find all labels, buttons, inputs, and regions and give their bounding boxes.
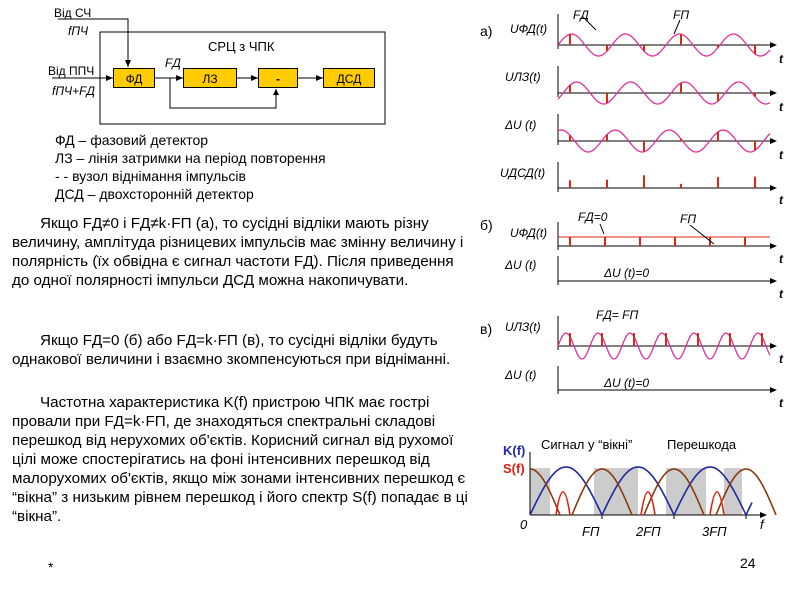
fd-marker-label: FД [573, 8, 589, 22]
case-b-label: б) [480, 217, 493, 233]
paragraph: Якщо FД≠0 і FД≠k·FП (а), то сусідні відл… [12, 214, 472, 290]
time-axis-arrow [770, 278, 777, 284]
interference-curve [715, 468, 777, 516]
delta-u-sine [557, 129, 771, 153]
legend-item: ФД – фазовий детектор [55, 132, 209, 148]
time-axis-arrow [770, 343, 777, 349]
paragraph-text: Частотна характеристика K(f) пристрою ЧП… [12, 394, 468, 525]
f-axis-label: f [760, 517, 764, 532]
interference-curve [529, 468, 561, 516]
origin-label: 0 [520, 517, 528, 532]
bypass-wire [169, 78, 277, 109]
legend-item: ДСД – двохсторонній детектор [55, 186, 254, 202]
fp-marker-label: FП [673, 8, 690, 22]
time-axis-arrow [770, 42, 777, 48]
interference-label: Перешкода [667, 437, 737, 452]
row-label: ΔU (t) [505, 258, 537, 272]
time-axis-arrow [770, 243, 777, 249]
top-input-wire [58, 18, 129, 67]
row-label: ΔU (t) [505, 118, 537, 132]
t-axis-label: t [779, 100, 783, 114]
row-label: UФД(t) [510, 22, 548, 36]
block-diagram-wiring [52, 18, 386, 125]
interference-zone [724, 468, 742, 515]
t-axis-label: t [779, 396, 783, 410]
input-left-label: Від ППЧ [48, 64, 95, 78]
block-fd: ФД [113, 68, 155, 88]
t-axis-label: t [779, 252, 783, 266]
ufd-sine [557, 33, 771, 57]
zero-label: ΔU (t)=0 [604, 376, 650, 390]
container-title: СРЦ з ЧПК [208, 39, 275, 54]
row-label: UФД(t) [510, 226, 548, 240]
case-c-label: в) [480, 321, 493, 337]
fd-pointer [599, 223, 605, 235]
window-label: Сигнал у “вікні” [541, 437, 633, 452]
time-axis-arrow [770, 90, 777, 96]
tick-label: 2FП [636, 524, 661, 539]
k-curve [529, 466, 753, 517]
s-curve [555, 491, 571, 516]
time-axis-arrow [770, 387, 777, 393]
arrow-sub-dsd [316, 75, 323, 81]
tick-label: FП [582, 524, 600, 539]
zero-label: ΔU (t)=0 [604, 266, 650, 280]
legend-item: - - вузол віднімання імпульсів [55, 168, 246, 184]
case-a-label: а) [480, 23, 493, 39]
tick-label: 3FП [702, 524, 727, 539]
time-axis-arrow [770, 138, 777, 144]
legend-item: ЛЗ – лінія затримки на період повторення [55, 150, 326, 166]
k-label: K(f) [503, 443, 526, 458]
interference-curve [643, 468, 705, 516]
paragraph-text: Якщо FД≠0 і FД≠k·FП (а), то сусідні відл… [12, 215, 464, 289]
s-label: S(f) [503, 461, 525, 476]
page-number: 24 [740, 555, 756, 571]
input-top-label: Від СЧ [54, 6, 92, 20]
row-label: ΔU (t) [505, 368, 537, 382]
arrow-lz-sub [251, 75, 258, 81]
arrow-fd-lz [176, 75, 183, 81]
ulz-sine [557, 332, 771, 360]
fp-marker-label: FП [680, 212, 697, 226]
row-label: UЛЗ(t) [505, 320, 541, 334]
t-axis-label: t [779, 193, 783, 207]
s-curve [709, 491, 725, 516]
block-dsd: ДСД [323, 68, 375, 88]
fp-pointer [673, 19, 681, 35]
t-axis-label: t [779, 52, 783, 66]
fd-marker-label: FД=0 [578, 210, 608, 224]
s-curve [640, 491, 656, 516]
fd-label: FД [165, 56, 181, 70]
input-left-freq: fПЧ+FД [52, 84, 95, 98]
interference-zone [594, 468, 638, 515]
top-input-arrow [125, 60, 131, 67]
row-label: UДСД(t) [500, 166, 546, 180]
fp-pointer [689, 224, 715, 245]
t-axis-label: t [779, 148, 783, 162]
paragraph: Частотна характеристика K(f) пристрою ЧП… [12, 393, 472, 526]
left-input-arrow [106, 75, 113, 81]
block-subtractor: - [258, 68, 298, 88]
interference-curve [571, 468, 633, 516]
block-lz: ЛЗ [183, 68, 237, 88]
fd-marker-label: FД= FП [596, 308, 639, 322]
spectrum-f-arrow [760, 512, 767, 518]
row-label: UЛЗ(t) [505, 70, 541, 84]
paragraph-text: Якщо FД=0 (б) або FД=k·FП (в), то сусідн… [12, 332, 451, 368]
paragraph: Якщо FД=0 (б) або FД=k·FП (в), то сусідн… [12, 331, 472, 369]
ulz-sine [557, 81, 771, 105]
fd-pointer [581, 15, 597, 31]
bypass-arrow [273, 89, 279, 95]
t-axis-label: t [779, 287, 783, 301]
input-top-freq: fПЧ [68, 24, 89, 38]
footnote-mark: * [48, 559, 54, 575]
t-axis-label: t [779, 352, 783, 366]
time-axis-arrow [770, 185, 777, 191]
